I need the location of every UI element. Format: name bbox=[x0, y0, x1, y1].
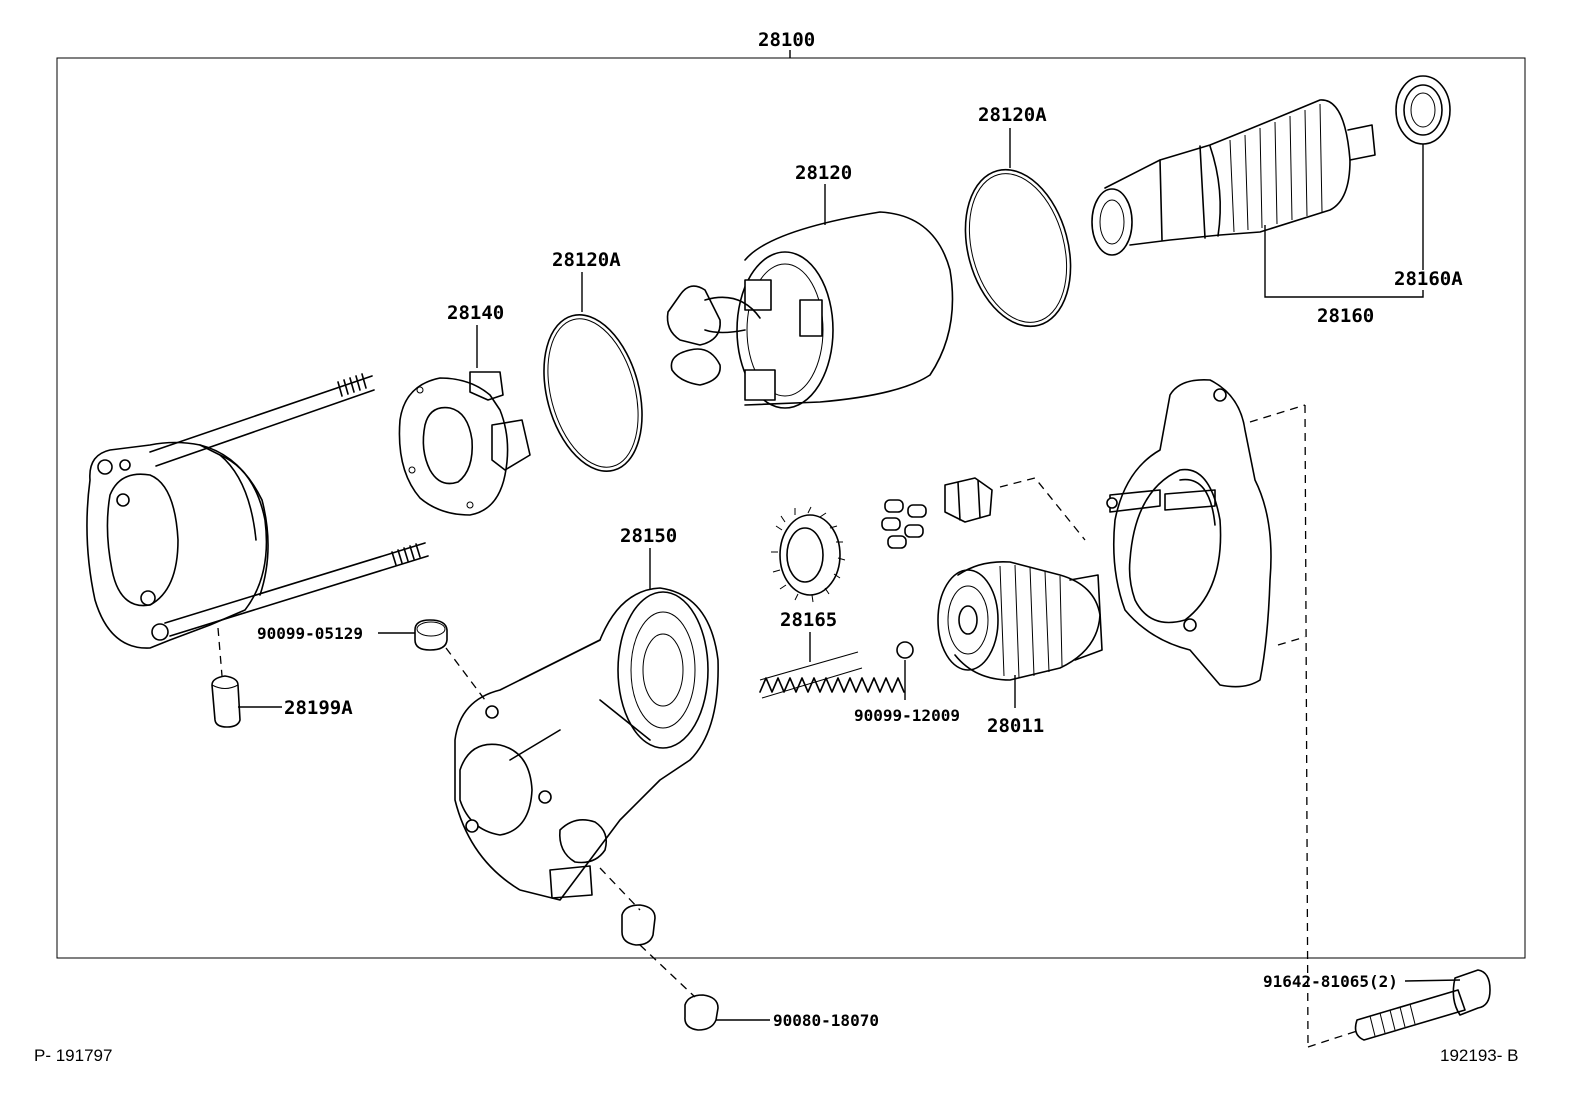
flange-bolt-part bbox=[1354, 969, 1491, 1041]
magnetic-switch-part bbox=[454, 587, 719, 901]
label-magnetic-switch: 28150 bbox=[620, 525, 677, 547]
steel-ball-part bbox=[896, 641, 914, 659]
leader-lines bbox=[238, 128, 1461, 1021]
spring-part bbox=[759, 651, 905, 699]
label-armature-bearing: 28160A bbox=[1394, 268, 1463, 290]
label-brush-holder: 28140 bbox=[447, 302, 504, 324]
terminal-part bbox=[211, 675, 241, 728]
assembly-frame bbox=[56, 50, 1526, 959]
starter-housing-part bbox=[1106, 378, 1272, 688]
yoke-part bbox=[666, 211, 954, 409]
label-nut-lower: 90080-18070 bbox=[773, 1011, 879, 1030]
ref-code-right: 192193- B bbox=[1440, 1046, 1518, 1065]
label-ring-lower: 28120A bbox=[552, 249, 621, 271]
ref-code-left: P- 191797 bbox=[34, 1046, 112, 1065]
dashed-guides bbox=[217, 404, 1361, 1048]
label-ring-upper: 28120A bbox=[978, 104, 1047, 126]
rollers-part bbox=[881, 477, 993, 549]
nut-upper-part bbox=[414, 619, 448, 651]
nut-middle-part bbox=[621, 904, 656, 946]
label-terminal: 28199A bbox=[284, 697, 353, 719]
nut-lower-part bbox=[684, 994, 719, 1031]
label-yoke: 28120 bbox=[795, 162, 852, 184]
label-gear: 28165 bbox=[780, 609, 837, 631]
brush-holder-part bbox=[398, 371, 531, 516]
starter-clutch-part bbox=[937, 560, 1103, 681]
label-bolt: 91642-81065(2) bbox=[1263, 972, 1398, 991]
o-ring-upper-part bbox=[964, 168, 1072, 328]
label-clutch: 28011 bbox=[987, 715, 1044, 737]
armature-part bbox=[1091, 75, 1451, 256]
part-labels: 28100 28120A 28120 28160A 28160 28140 28… bbox=[257, 29, 1463, 1030]
o-ring-lower-part bbox=[543, 314, 643, 472]
label-ball: 90099-12009 bbox=[854, 706, 960, 725]
end-frame-part bbox=[86, 373, 429, 649]
label-armature: 28160 bbox=[1317, 305, 1374, 327]
idle-gear-part bbox=[771, 506, 846, 603]
label-nut-upper: 90099-05129 bbox=[257, 624, 363, 643]
label-assembly: 28100 bbox=[758, 29, 815, 51]
